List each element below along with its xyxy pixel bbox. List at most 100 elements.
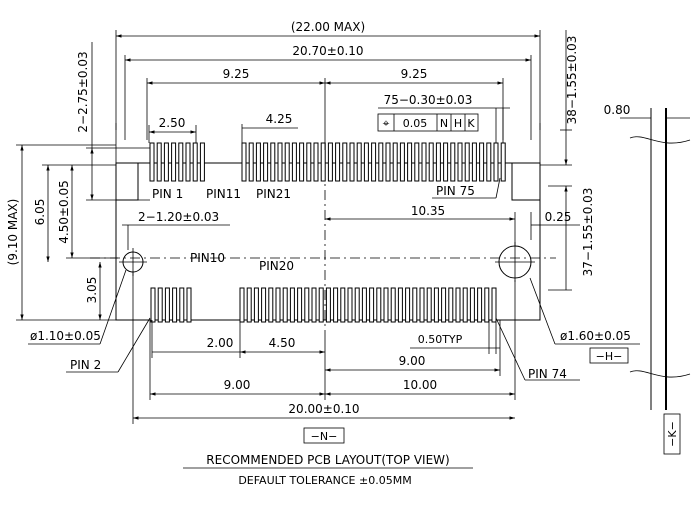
pad-bottom <box>311 287 317 323</box>
pad-top <box>443 142 449 182</box>
pad-top <box>428 142 434 182</box>
pad-bottom <box>390 287 396 323</box>
label-pin20: PIN20 <box>259 259 294 273</box>
dim-pitch-250: 2.50 <box>159 116 186 130</box>
pad-top <box>435 142 441 182</box>
pad-bottom <box>164 287 170 323</box>
label-pin21: PIN21 <box>256 187 291 201</box>
pad-bottom <box>318 287 324 323</box>
pad-bottom <box>369 287 375 323</box>
pad-top <box>342 142 348 182</box>
pad-bottom <box>325 287 331 323</box>
pad-top <box>270 142 276 182</box>
pad-bottom <box>397 287 403 323</box>
dim-holes-120: 2−1.20±0.03 <box>138 210 219 224</box>
pad-top <box>493 142 499 182</box>
dim-pitch-050: 0.50TYP <box>418 333 463 346</box>
label-pin74: PIN 74 <box>528 367 567 381</box>
pad-bottom <box>412 287 418 323</box>
pad-row-bottom <box>150 287 497 323</box>
pad-bottom <box>462 287 468 323</box>
pad-top <box>291 142 297 182</box>
label-pin75: PIN 75 <box>436 184 475 198</box>
datum-k: −K− <box>666 421 679 447</box>
pad-bottom <box>268 287 274 323</box>
caption-title: RECOMMENDED PCB LAYOUT(TOP VIEW) <box>206 453 449 467</box>
pad-bottom <box>340 287 346 323</box>
dim-025: 0.25 <box>545 210 572 224</box>
pad-top <box>248 142 254 182</box>
pad-bottom <box>157 287 163 323</box>
pad-top <box>241 142 247 182</box>
pad-top <box>199 142 205 182</box>
pad-top <box>500 142 506 182</box>
dim-hole-large: ø1.60±0.05 <box>560 329 631 343</box>
pad-row-top <box>149 142 506 182</box>
pad-top <box>414 142 420 182</box>
dim-width-2000: 20.00±0.10 <box>288 402 359 416</box>
datum-h: −H− <box>596 350 623 363</box>
pad-bottom <box>150 287 156 323</box>
dim-left-top: 2−2.75±0.03 <box>76 51 90 132</box>
pad-top <box>399 142 405 182</box>
pad-top <box>320 142 326 182</box>
pad-bottom <box>441 287 447 323</box>
pad-top <box>349 142 355 182</box>
pad-bottom <box>261 287 267 323</box>
tol-datum-k: K <box>467 117 475 130</box>
pad-bottom <box>275 287 281 323</box>
dim-hole-small: ø1.10±0.05 <box>30 329 101 343</box>
pad-top <box>363 142 369 182</box>
side-view <box>620 108 691 410</box>
tol-symbol: ⌖ <box>383 116 390 130</box>
pad-top <box>392 142 398 182</box>
pad-top <box>479 142 485 182</box>
pad-bottom <box>354 287 360 323</box>
pad-bottom <box>239 287 245 323</box>
pad-top <box>163 142 169 182</box>
dim-305: 3.05 <box>85 277 99 304</box>
dim-1000: 10.00 <box>403 378 437 392</box>
pad-top <box>185 142 191 182</box>
caption-subtitle: DEFAULT TOLERANCE ±0.05MM <box>238 474 411 487</box>
mounting-holes <box>119 242 535 282</box>
pad-top <box>450 142 456 182</box>
pad-top <box>421 142 427 182</box>
pad-bottom <box>304 287 310 323</box>
tol-datum-h: H <box>454 117 462 130</box>
dim-bottom-200: 2.00 <box>207 336 234 350</box>
pad-top <box>263 142 269 182</box>
dim-900-left: 9.00 <box>224 378 251 392</box>
tol-value: 0.05 <box>403 117 428 130</box>
pad-bottom <box>186 287 192 323</box>
pad-top <box>486 142 492 182</box>
pad-bottom <box>282 287 288 323</box>
pad-top <box>385 142 391 182</box>
label-pin10: PIN10 <box>190 251 225 265</box>
pad-bottom <box>333 287 339 323</box>
datum-n: −N− <box>311 430 338 443</box>
pad-bottom <box>426 287 432 323</box>
pad-top <box>171 142 177 182</box>
pad-bottom <box>253 287 259 323</box>
dim-425: 4.25 <box>266 112 293 126</box>
pad-top <box>306 142 312 182</box>
pad-top <box>192 142 198 182</box>
pad-top <box>178 142 184 182</box>
dim-right-top: 38−1.55±0.03 <box>565 36 579 125</box>
pad-bottom <box>405 287 411 323</box>
pad-top <box>471 142 477 182</box>
tol-datum-n: N <box>440 117 448 130</box>
pad-top <box>156 142 162 182</box>
dim-overall-max: (22.00 MAX) <box>291 20 365 34</box>
pad-top <box>255 142 261 182</box>
pad-top <box>356 142 362 182</box>
pad-bottom <box>469 287 475 323</box>
pad-top <box>378 142 384 182</box>
pad-bottom <box>289 287 295 323</box>
dim-605: 6.05 <box>33 199 47 226</box>
pad-top <box>407 142 413 182</box>
pad-top <box>313 142 319 182</box>
dim-1035: 10.35 <box>411 204 445 218</box>
pad-bottom <box>179 287 185 323</box>
